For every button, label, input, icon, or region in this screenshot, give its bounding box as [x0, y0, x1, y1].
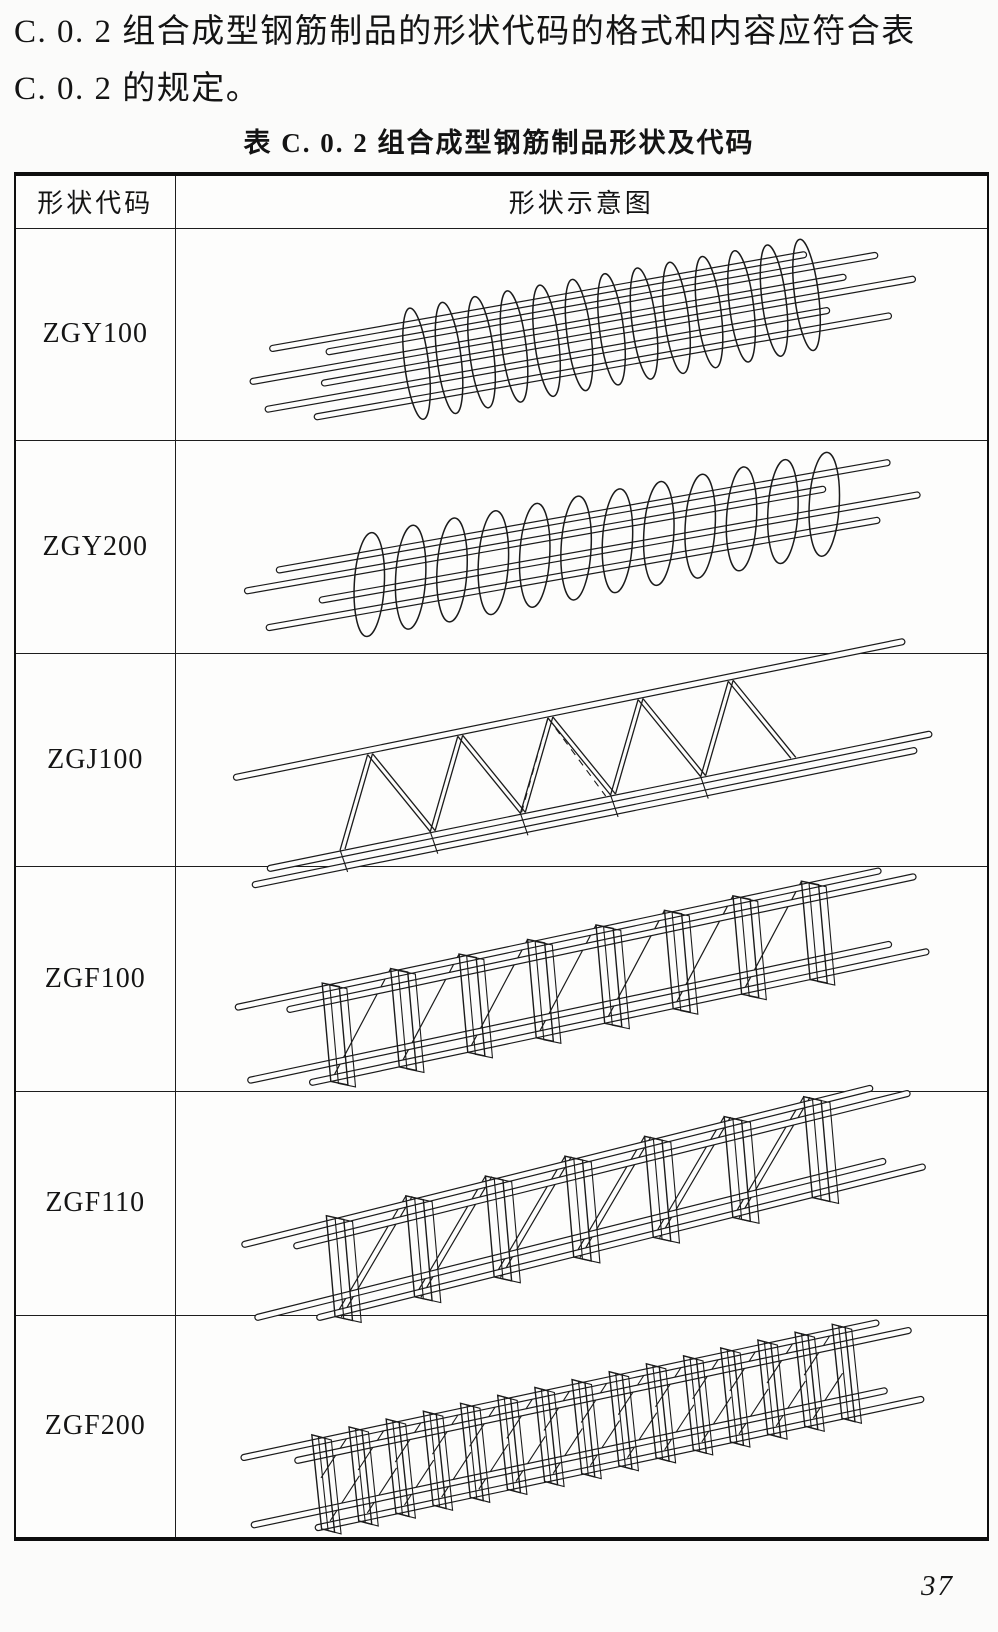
shape-code-cell: ZGF110	[14, 1090, 176, 1316]
shape-diagram-cell	[174, 439, 989, 654]
table-body: ZGY100 ZGY200 ZGJ100 ZGF100 ZGF110	[14, 227, 989, 1539]
table-row: ZGF200	[14, 1314, 989, 1539]
shape-code: ZGF100	[44, 962, 146, 994]
shape-code-cell: ZGF100	[14, 865, 176, 1092]
shape-diagram-cell	[174, 1314, 989, 1539]
table-row: ZGF100	[14, 865, 989, 1092]
shape-code-cell: ZGY100	[14, 227, 176, 441]
shape-code: ZGF110	[45, 1187, 146, 1218]
table-row: ZGJ100	[14, 637, 989, 888]
shape-code-cell: ZGJ100	[14, 652, 176, 867]
table-row: ZGF110	[14, 1084, 989, 1323]
shape-diagram	[243, 451, 921, 637]
shape-diagram-cell	[174, 865, 989, 1092]
paragraph-line-1: C. 0. 2 组合成型钢筋制品的形状代码的格式和内容应符合表	[14, 14, 916, 50]
shape-code-table: 形状代码 形状示意图 ZGY100 ZGY200 ZGJ100 ZGF100	[14, 172, 989, 1541]
table-row: ZGY100	[14, 227, 989, 441]
shape-diagram-cell	[174, 637, 989, 888]
table-title: 表 C. 0. 2 组合成型钢筋制品形状及代码	[243, 128, 755, 158]
shape-code-cell: ZGF200	[14, 1314, 176, 1539]
shape-code: ZGJ100	[47, 743, 144, 775]
page-number: 37	[921, 1570, 954, 1602]
shape-diagram	[249, 238, 916, 420]
table-header-row: 形状代码 形状示意图	[14, 173, 989, 229]
shape-diagram	[232, 637, 932, 888]
paragraph-line-2: C. 0. 2 的规定。	[14, 71, 261, 107]
col-header-shape-diagram: 形状示意图	[174, 173, 989, 229]
shape-code: ZGF200	[44, 1410, 146, 1441]
shape-diagram-cell	[174, 1084, 989, 1323]
shape-code: ZGY100	[42, 318, 149, 349]
shape-code: ZGY200	[42, 530, 149, 562]
shape-diagram-cell	[174, 227, 989, 441]
intro-paragraph: C. 0. 2 组合成型钢筋制品的形状代码的格式和内容应符合表 C. 0. 2 …	[14, 4, 994, 118]
col-header-shape-code: 形状代码	[14, 173, 176, 229]
shape-code-cell: ZGY200	[14, 439, 176, 654]
table-row: ZGY200	[14, 439, 989, 654]
shape-diagram	[239, 1319, 924, 1535]
shape-diagram	[234, 866, 929, 1088]
shape-diagram	[240, 1084, 926, 1323]
